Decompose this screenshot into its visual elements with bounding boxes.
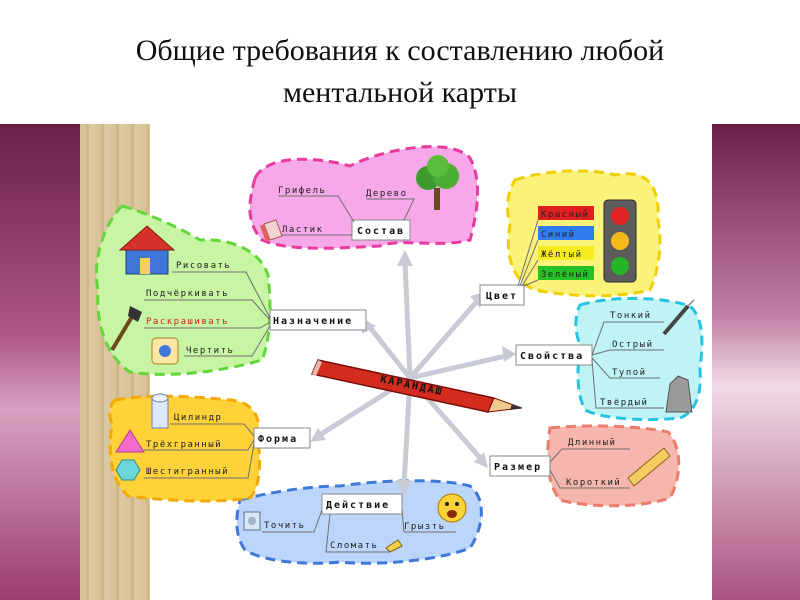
tsvet-item-yellow: Жёлтый xyxy=(541,250,583,260)
naznachenie-item-raskrashivat: Раскрашивать xyxy=(146,317,229,327)
deystvie-item-slomat: Сломать xyxy=(330,541,378,551)
compass-icon xyxy=(152,338,178,364)
svoystva-item-ostryy: Острый xyxy=(612,340,654,350)
forma-item-trekhgrannyy: Трёхгранный xyxy=(146,440,222,450)
sostav-hub: Состав xyxy=(357,226,405,237)
tsvet-item-green: Зелёный xyxy=(541,270,589,280)
naznachenie-item-podcherkivat: Подчёркивать xyxy=(146,289,229,299)
sostav-item-derevo: Дерево xyxy=(366,189,408,199)
razmer-item-korotkiy: Короткий xyxy=(566,478,621,488)
cylinder-icon xyxy=(152,394,168,428)
razmer-item-dlinnyy: Длинный xyxy=(568,438,616,448)
naznachenie-hub: Назначение xyxy=(273,316,353,327)
sharpener-icon xyxy=(244,512,260,530)
arrow-sostav xyxy=(405,262,410,378)
sostav-item-grifel: Грифель xyxy=(278,186,326,196)
emoji-icon xyxy=(438,494,466,522)
razmer-hub: Размер xyxy=(494,462,542,473)
forma-item-shestigrannyy: Шестигранный xyxy=(146,467,229,477)
svoystva-item-tonkiy: Тонкий xyxy=(610,311,652,321)
traffic-light-icon xyxy=(604,200,636,282)
forma-item-tsilindr: Цилиндр xyxy=(174,413,222,423)
svoystva-item-tupoy: Тупой xyxy=(612,368,647,378)
tsvet-item-blue: Синий xyxy=(541,230,576,240)
deystvie-item-gryzt: Грызть xyxy=(404,522,446,532)
arrowhead-sostav xyxy=(397,250,413,266)
sostav-item-lastik: Ластик xyxy=(282,225,324,235)
arrowhead-svoystva xyxy=(502,346,516,362)
svoystva-item-tverdyy: Твёрдый xyxy=(600,398,648,408)
arrow-naznachenie xyxy=(368,325,410,378)
forma-hub: Форма xyxy=(258,434,298,445)
tsvet-item-red: Красный xyxy=(541,210,589,220)
deystvie-item-tochit: Точить xyxy=(264,521,306,531)
tsvet-hub: Цвет xyxy=(486,291,518,302)
svoystva-hub: Свойства xyxy=(520,350,584,362)
naznachenie-item-risovat: Рисовать xyxy=(176,261,231,271)
naznachenie-item-chertit: Чертить xyxy=(186,346,234,356)
deystvie-hub: Действие xyxy=(326,499,390,511)
